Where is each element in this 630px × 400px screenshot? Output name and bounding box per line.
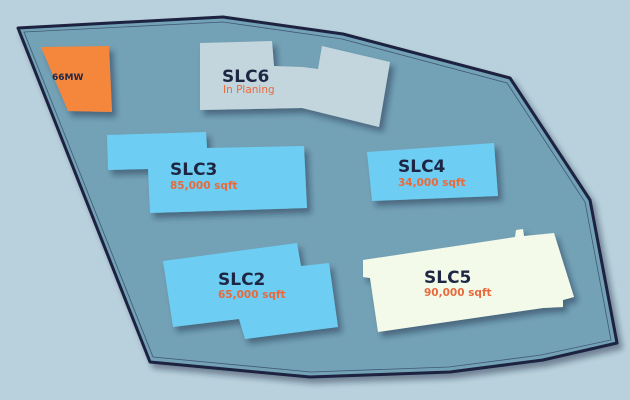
- building-slc3[interactable]: [107, 132, 307, 213]
- power-label: 66MW: [52, 73, 83, 83]
- building-slc6[interactable]: [200, 41, 390, 127]
- slc3-name: SLC3: [170, 160, 217, 180]
- slc4-name: SLC4: [398, 157, 446, 177]
- slc3-size: 85,000 sqft: [170, 180, 238, 192]
- slc5-name: SLC5: [424, 268, 471, 288]
- building-slc5[interactable]: [363, 229, 574, 332]
- slc6-status: In Planing: [223, 84, 275, 96]
- slc5-size: 90,000 sqft: [424, 287, 492, 299]
- building-slc2[interactable]: [163, 243, 338, 339]
- slc2-name: SLC2: [218, 270, 265, 290]
- power-66mw[interactable]: [41, 46, 112, 112]
- slc6-name: SLC6: [222, 67, 269, 87]
- slc2-size: 65,000 sqft: [218, 289, 286, 301]
- slc4-size: 34,000 sqft: [398, 177, 466, 189]
- building-slc4[interactable]: [367, 143, 498, 201]
